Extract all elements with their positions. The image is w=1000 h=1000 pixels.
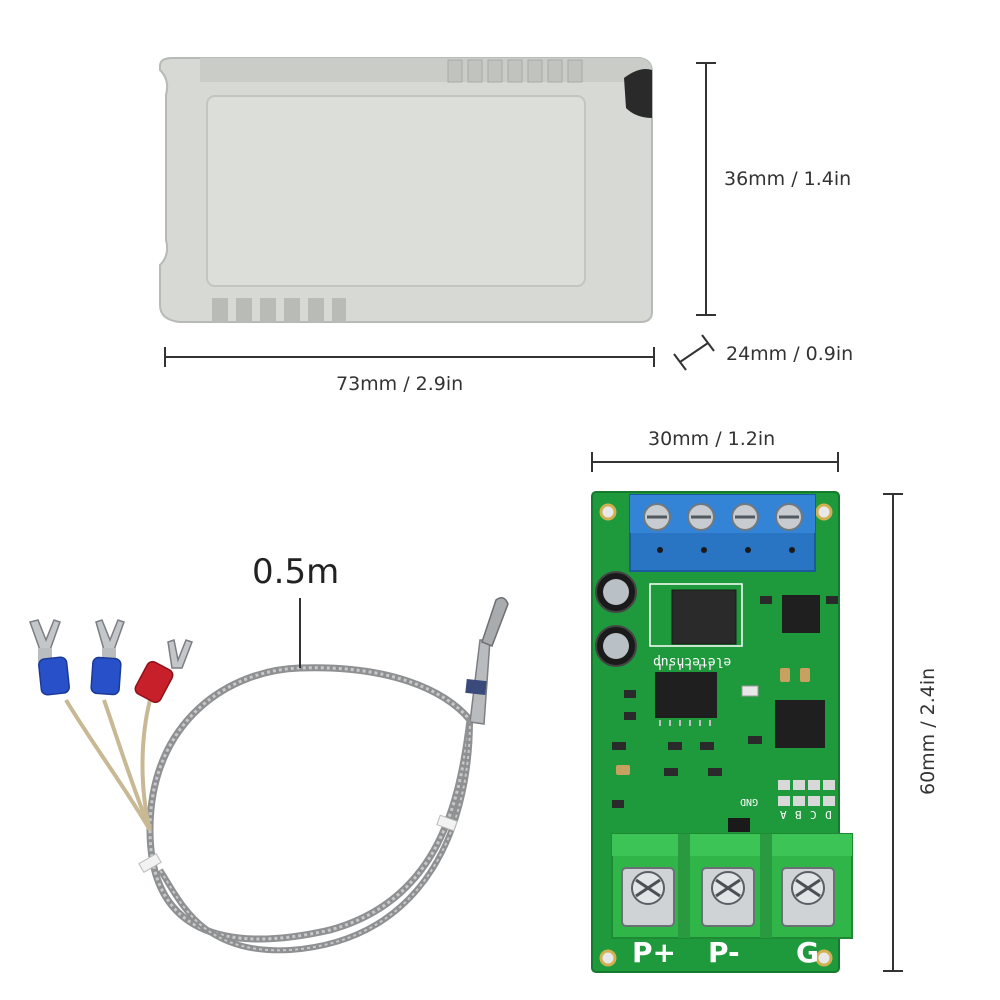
fork-connectors xyxy=(29,619,193,704)
enclosure-depth-label: 24mm / 0.9in xyxy=(726,343,854,365)
electrolytic-capacitors xyxy=(595,571,637,667)
blue-terminal-block xyxy=(629,494,816,572)
enclosure-height-label: 36mm / 1.4in xyxy=(724,168,852,190)
board-width-label: 30mm / 1.2in xyxy=(648,428,776,450)
green-terminal-block xyxy=(611,833,853,939)
pin-label-b: B xyxy=(795,808,802,821)
terminal-label-p-minus: P- xyxy=(708,936,740,969)
pcb-board xyxy=(591,491,853,973)
pin-label-a: A xyxy=(780,808,787,821)
pin-label-d: D xyxy=(825,808,832,821)
enclosure-width-label: 73mm / 2.9in xyxy=(336,373,464,395)
gnd-label: GND xyxy=(740,796,759,807)
board-dimension-lines xyxy=(591,452,903,972)
board-brand-text: eletechsup xyxy=(653,654,732,669)
enclosure xyxy=(159,57,653,323)
pin-label-c: C xyxy=(810,808,817,821)
terminal-label-p-plus: P+ xyxy=(632,936,676,969)
enclosure-dimension-lines xyxy=(164,62,716,371)
board-height-label: 60mm / 2.4in xyxy=(917,667,939,795)
cable-length-label: 0.5m xyxy=(252,552,340,592)
terminal-label-g: G xyxy=(796,936,819,969)
thermocouple-probe xyxy=(64,597,509,954)
